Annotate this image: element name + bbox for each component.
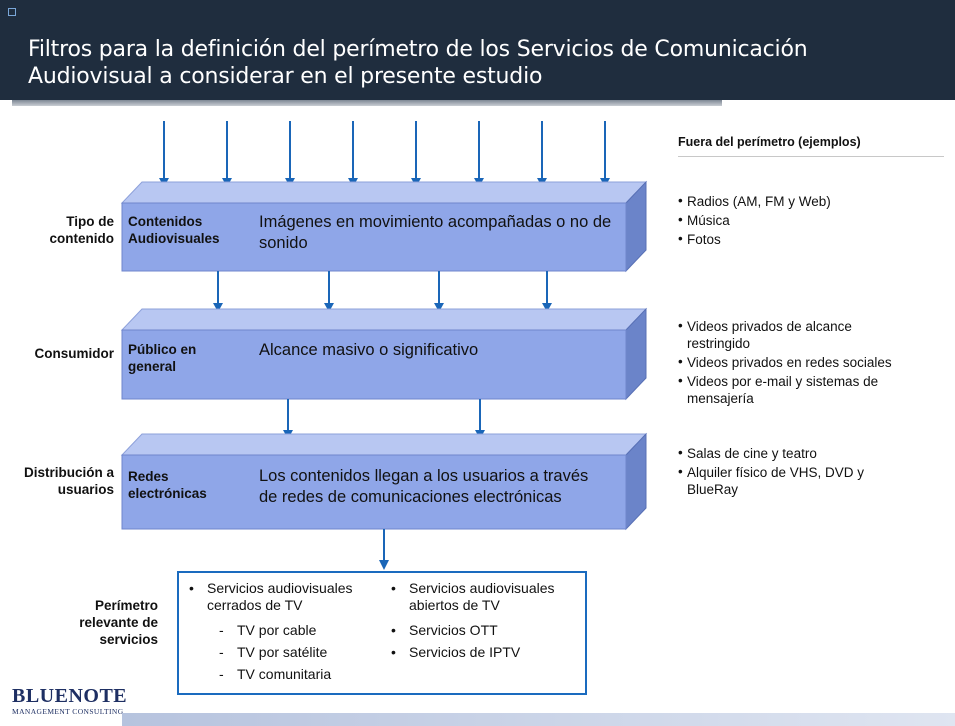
list-item: •Videos por e-mail y sistemas de mensaje…: [678, 373, 879, 406]
list-item: •Servicios de IPTV: [391, 644, 521, 660]
page-title: Filtros para la definición del perímetro…: [28, 37, 808, 89]
list-item: •Radios (AM, FM y Web): [678, 193, 831, 209]
slab-name-3: Redes electrónicas: [128, 469, 207, 501]
perimeter-right-column: •Servicios audiovisuales abiertos de TV …: [389, 580, 579, 661]
perimeter-label: Perímetro relevante de servicios: [79, 598, 158, 647]
outside-examples-2: •Videos privados de alcance restringido …: [678, 318, 918, 409]
list-item: •Salas de cine y teatro: [678, 445, 817, 461]
slab-description-1: Imágenes en movimiento acompañadas o no …: [259, 213, 612, 252]
slab-name-1: Contenidos Audiovisuales: [128, 214, 220, 246]
slab-description-2: Alcance masivo o significativo: [259, 341, 479, 359]
title-banner: Filtros para la definición del perímetro…: [0, 0, 955, 100]
row-label-content-type: Tipo de contenido: [49, 214, 115, 246]
arrows-level-3: [283, 399, 485, 439]
perimeter-box: •Servicios audiovisuales cerrados de TV …: [177, 571, 587, 695]
list-item: •Servicios OTT: [391, 622, 498, 638]
list-item: •Alquiler físico de VHS, DVD y BlueRay: [678, 464, 865, 497]
list-item: •Música: [678, 212, 730, 228]
outside-examples-3: •Salas de cine y teatro •Alquiler físico…: [678, 445, 918, 500]
title-shadow: [12, 100, 722, 106]
perimeter-left-column: •Servicios audiovisuales cerrados de TV …: [187, 580, 387, 683]
outside-perimeter-title: Fuera del perímetro (ejemplos): [678, 135, 861, 149]
filter-slab-1: [120, 180, 648, 273]
footer-bar: [122, 713, 955, 726]
row-label-distribution: Distribución a usuarios: [23, 465, 114, 497]
slab-name-2: Público en general: [128, 342, 197, 374]
corner-marker: [8, 8, 16, 16]
bluenote-logo: BLUENOTE MANAGEMENT CONSULTING: [12, 685, 128, 716]
list-item: •Fotos: [678, 231, 721, 247]
list-item: •Videos privados en redes sociales: [678, 354, 892, 370]
list-item: •Videos privados de alcance restringido: [678, 318, 852, 351]
outside-perimeter-divider: [678, 156, 944, 157]
list-item: -TV por cable: [219, 622, 317, 638]
list-item: •Servicios audiovisuales cerrados de TV: [189, 580, 353, 613]
outside-examples-1: •Radios (AM, FM y Web) •Música •Fotos: [678, 193, 928, 250]
list-item: -TV comunitaria: [219, 666, 332, 682]
list-item: •Servicios audiovisuales abiertos de TV: [391, 580, 555, 613]
arrow-to-perimeter: [379, 529, 389, 570]
list-item: -TV por satélite: [219, 644, 328, 660]
filter-slab-2: [120, 307, 648, 401]
filter-slab-3: [120, 432, 648, 531]
slab-description-3: Los contenidos llegan a los usuarios a t…: [259, 467, 589, 506]
row-label-consumer: Consumidor: [34, 346, 115, 361]
arrows-level-2: [213, 271, 552, 312]
input-arrows: [159, 121, 610, 187]
